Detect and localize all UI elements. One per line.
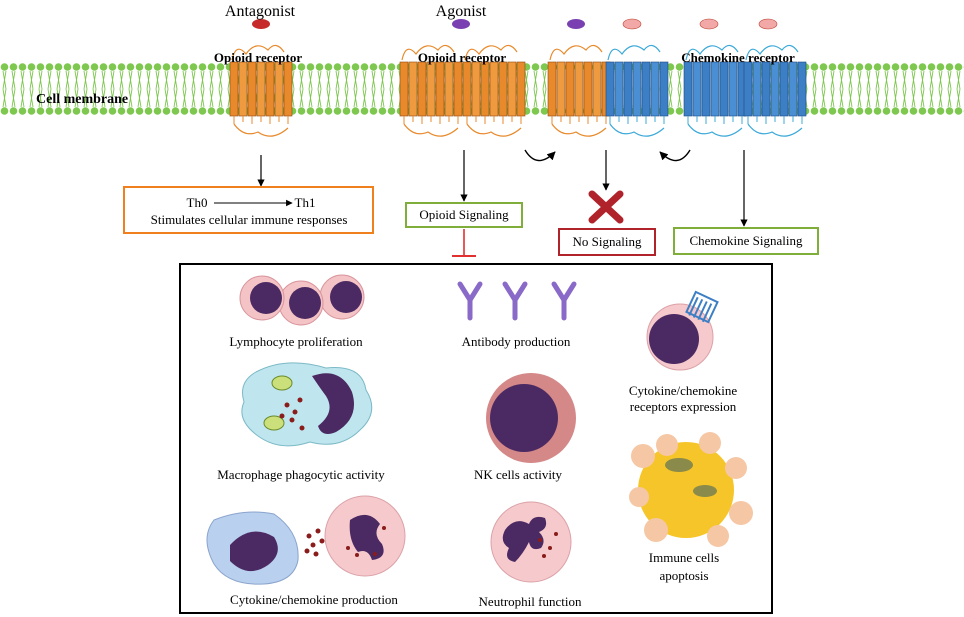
macrophage-illustration: [241, 362, 373, 447]
apoptosis-illustration: [629, 432, 753, 547]
opioid-receptor-label-right: Opioid receptor: [418, 50, 506, 65]
curved-arrow-left: [524, 149, 556, 162]
antagonist-label: Antagonist: [225, 3, 296, 20]
nk-cell-illustration: [486, 373, 576, 463]
curved-arrow-right: [659, 149, 691, 162]
chemokine-signaling-label: Chemokine Signaling: [689, 233, 803, 248]
antibody-illustration: [457, 281, 577, 321]
neutrophil-illustration: [490, 501, 572, 583]
chemokine-ligand-2: [699, 18, 719, 30]
membrane-label: Cell membrane: [36, 92, 128, 107]
opioid-signaling-box: [405, 202, 523, 228]
lymphocyte-illustration: [239, 274, 365, 326]
macrophage-label: Macrophage phagocytic activity: [217, 467, 385, 482]
antibody-label: Antibody production: [462, 334, 571, 349]
agonist-ligand-2: [567, 19, 585, 29]
receptor-cell-illustration: [646, 290, 719, 371]
nk-cells-label: NK cells activity: [474, 467, 563, 482]
neutrophil-label: Neutrophil function: [479, 594, 582, 609]
cytokine-receptor-label-1: Cytokine/chemokine: [629, 383, 738, 398]
chemokine-receptor-label: Chemokine receptor: [681, 50, 795, 65]
block-x-icon: [588, 190, 624, 224]
apoptosis-label-1: Immune cells: [649, 550, 719, 565]
chemokine-receptor-heterodimer: [605, 44, 669, 137]
cytokine-production-illustration: [206, 495, 406, 585]
th0-label: Th0: [187, 195, 208, 210]
chemokine-ligand-3: [758, 18, 778, 30]
chemokine-ligand-1: [622, 18, 642, 30]
no-signaling-box: [558, 228, 656, 256]
lymphocyte-label: Lymphocyte proliferation: [229, 334, 363, 349]
th-description: Stimulates cellular immune responses: [151, 212, 348, 227]
cytokine-receptor-label-2: receptors expression: [630, 399, 737, 414]
no-signaling-label: No Signaling: [573, 234, 642, 249]
agonist-ligand: [452, 19, 470, 29]
opioid-receptor-heterodimer: [547, 44, 611, 137]
apoptosis-label-2: apoptosis: [659, 568, 708, 583]
chemokine-signaling-box: [673, 227, 819, 255]
antagonist-ligand: [252, 19, 270, 29]
agonist-label: Agonist: [436, 3, 487, 20]
th1-label: Th1: [295, 195, 316, 210]
cytokine-production-label: Cytokine/chemokine production: [230, 592, 398, 607]
opioid-receptor-label-left: Opioid receptor: [214, 50, 302, 65]
opioid-signaling-label: Opioid Signaling: [419, 207, 509, 222]
th-box: [123, 186, 374, 234]
